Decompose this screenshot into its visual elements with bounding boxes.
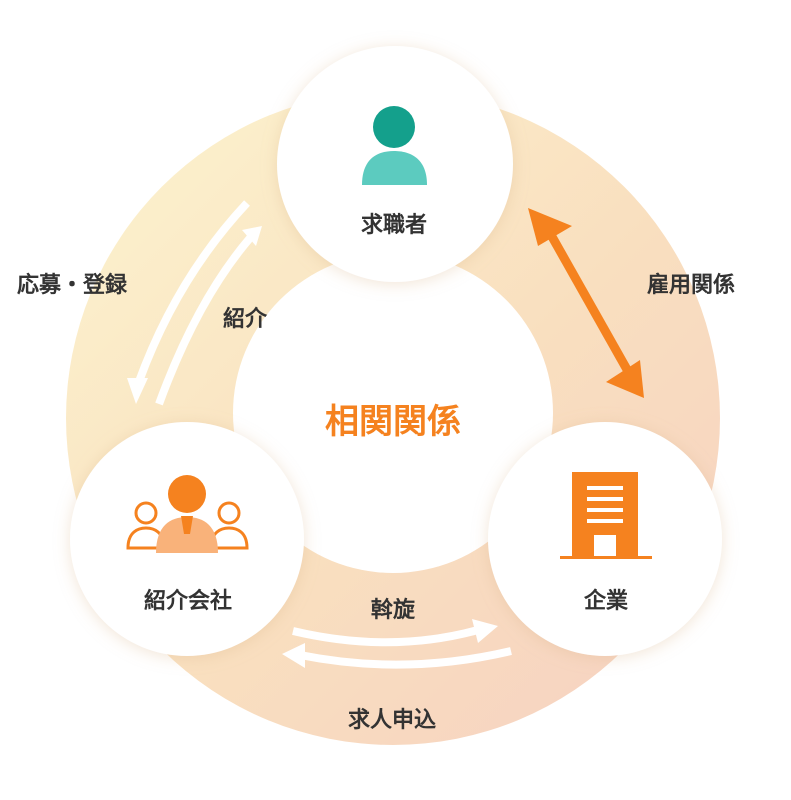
employment-arrow <box>528 208 644 398</box>
node-agency: 紹介会社 <box>70 422 304 656</box>
application-arrow <box>127 200 250 404</box>
relation-application-label: 応募・登録 <box>17 272 128 298</box>
node-job-seeker: 求職者 <box>277 46 513 282</box>
job-order-arrow <box>282 643 512 669</box>
company-label: 企業 <box>583 588 629 614</box>
relation-employment-label: 雇用関係 <box>647 272 735 298</box>
relation-job-order-label: 求人申込 <box>348 708 436 733</box>
center-title: 相関関係 <box>325 402 461 442</box>
building-icon <box>560 472 652 559</box>
introduction-arrow <box>155 226 262 406</box>
job-seeker-label: 求職者 <box>361 212 427 238</box>
relation-introduction-label: 紹介 <box>223 306 268 332</box>
relation-mediation-label: 斡旋 <box>371 597 416 623</box>
agency-group-icon <box>126 475 249 553</box>
person-icon <box>362 106 427 185</box>
agency-label: 紹介会社 <box>144 588 232 614</box>
mediation-arrow <box>292 619 498 647</box>
center-circle <box>233 253 553 573</box>
node-company: 企業 <box>488 422 722 656</box>
